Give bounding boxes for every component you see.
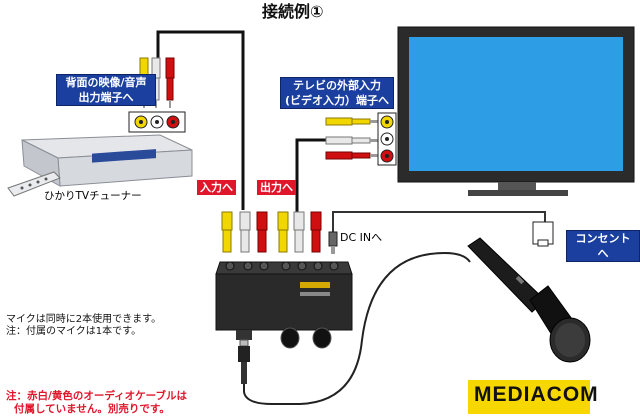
dc-plug <box>328 231 338 254</box>
note-mic-usage: マイクは同時に2本使用できます。 <box>6 314 162 325</box>
microphone <box>467 237 591 363</box>
microphone-cable <box>243 252 471 405</box>
television <box>397 26 635 196</box>
mixer-device <box>215 261 353 349</box>
label-input-to: 入力へ <box>197 180 236 195</box>
dc-power-cable <box>332 211 546 232</box>
tv-jack-panel <box>377 112 397 166</box>
input-av-cable <box>156 30 245 210</box>
label-tuner: ひかりTVチューナー <box>44 190 142 202</box>
label-tv-external-input: テレビの外部入力 (ビデオ入力）端子へ <box>280 77 394 109</box>
label-rear-av-output: 背面の映像/音声 出力端子へ <box>56 74 156 106</box>
mic-jack-plug <box>238 339 250 384</box>
mediacom-logo: MEDIACOM <box>474 383 599 406</box>
mixer-output-plugs <box>277 211 322 253</box>
logo-background <box>468 380 590 414</box>
note-cable-line1: 注：赤白/黄色のオーディオケーブルは <box>6 390 187 402</box>
label-output-to: 出力へ <box>257 180 296 195</box>
ac-adapter <box>532 221 554 247</box>
output-av-cable <box>295 138 326 212</box>
remote-control <box>7 171 61 197</box>
note-cable-line2: 付属していません。別売りです。 <box>14 403 170 415</box>
tuner-device <box>21 134 193 187</box>
mixer-input-plugs <box>221 211 268 253</box>
label-dc-in: DC INへ <box>340 231 383 244</box>
tv-rca-plugs <box>325 117 378 160</box>
tuner-jack-panel <box>128 111 186 133</box>
label-outlet: コンセントへ <box>566 230 640 262</box>
page-title: 接続例① <box>262 2 324 21</box>
note-mic-included: 注：付属のマイクは1本です。 <box>6 326 142 337</box>
